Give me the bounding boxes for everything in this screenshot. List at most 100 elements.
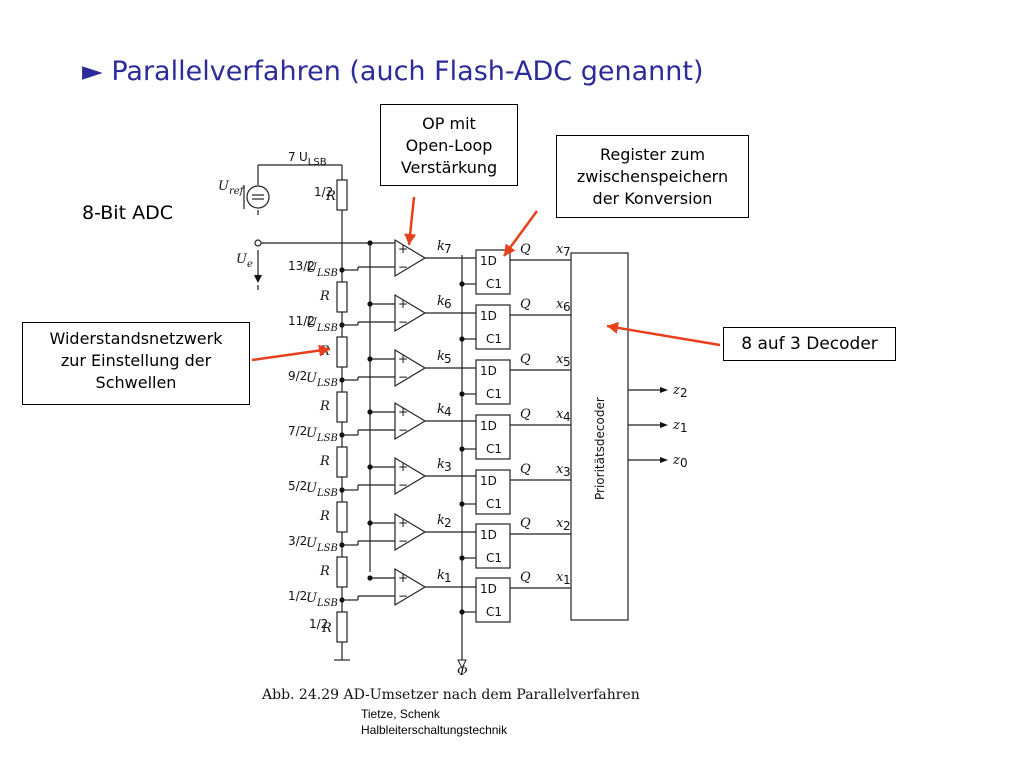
- comparator-plus: +: [398, 297, 408, 311]
- tap-label-fraction: 13/2: [288, 259, 315, 273]
- tap-label-unit: ULSB: [306, 316, 338, 334]
- resistor-top-fraction: 1/2: [314, 185, 333, 199]
- flipflop-d-label: 1D: [480, 254, 497, 268]
- comparator-output-index: 3: [444, 460, 452, 474]
- flipflop-q-label: Q: [520, 297, 531, 312]
- register-output-label: x: [556, 407, 564, 422]
- junction-dot: [459, 391, 465, 397]
- junction-dot: [459, 501, 465, 507]
- register-output-index: 3: [563, 465, 571, 479]
- resistor-ladder: [336, 391, 348, 423]
- resistor-ladder: [336, 501, 348, 533]
- flipflop-q-label: Q: [520, 516, 531, 531]
- comparator-op-amp: [394, 293, 427, 333]
- junction-dot: [367, 409, 373, 415]
- clock-terminal: [457, 659, 467, 670]
- resistor-ladder: [336, 336, 348, 368]
- flipflop-q-label: Q: [520, 570, 531, 585]
- callout-line: 8 auf 3 Decoder: [741, 334, 878, 354]
- comparator-plus: +: [398, 352, 408, 366]
- register-output-label: x: [556, 242, 564, 257]
- comparator-minus: −: [398, 423, 408, 437]
- flipflop-q-label: Q: [520, 352, 531, 367]
- comparator-minus: −: [398, 315, 408, 329]
- register-output-index: 2: [563, 519, 571, 533]
- register-output-index: 6: [563, 300, 571, 314]
- decoder-output-index: 1: [680, 421, 688, 435]
- callout-resistor-network: Widerstandsnetzwerk zur Einstellung der …: [22, 322, 250, 405]
- flipflop-d-label: 1D: [480, 582, 497, 596]
- d-flipflop: [475, 577, 511, 623]
- flipflop-c-label: C1: [486, 387, 502, 401]
- uref-label: Uref: [218, 179, 246, 197]
- comparator-minus: −: [398, 260, 408, 274]
- flipflop-c-label: C1: [486, 332, 502, 346]
- source-credit: Tietze, Schenk Halbleiterschaltungstechn…: [361, 706, 507, 738]
- callout-line: OP mit: [422, 114, 476, 133]
- comparator-plus: +: [398, 460, 408, 474]
- callout-line: zur Einstellung der: [60, 351, 212, 370]
- callout-line: Register zum: [599, 145, 706, 164]
- resistor-bottom-r: R: [321, 621, 332, 636]
- junction-dot: [367, 356, 373, 362]
- comparator-op-amp: [394, 567, 427, 607]
- junction-dot: [459, 336, 465, 342]
- register-output-label: x: [556, 297, 564, 312]
- flipflop-q-label: Q: [520, 462, 531, 477]
- arrow-decoder: [606, 324, 721, 347]
- d-flipflop: [475, 249, 511, 295]
- comparator-output-index: 1: [444, 571, 452, 585]
- tap-label-fraction: 7/2: [288, 424, 307, 438]
- comparator-op-amp: [394, 512, 427, 552]
- resistor-top-r: R: [325, 189, 336, 204]
- callout-line: der Konversion: [592, 189, 713, 208]
- arrow-resistor-network: [251, 347, 331, 362]
- d-flipflop: [475, 359, 511, 405]
- resistor-ladder: [336, 281, 348, 313]
- resistor-label: R: [319, 454, 330, 469]
- top-voltage-unit: ULSB: [299, 150, 327, 168]
- junction-dot: [367, 240, 373, 246]
- tap-label-fraction: 5/2: [288, 479, 307, 493]
- ue-label: Ue: [236, 252, 253, 270]
- d-flipflop: [475, 414, 511, 460]
- priority-decoder: [570, 252, 629, 621]
- decoder-output-arrow: [660, 422, 668, 428]
- decoder-output-index: 2: [680, 386, 688, 400]
- comparator-op-amp: [394, 238, 427, 278]
- comparator-output-label: k: [437, 294, 445, 309]
- resistor-label: R: [319, 289, 330, 304]
- decoder-output-label: z: [672, 453, 680, 468]
- tap-label-unit: ULSB: [306, 481, 338, 499]
- register-output-index: 5: [563, 355, 571, 369]
- ue-terminal: [254, 239, 262, 247]
- callout-line: Widerstandsnetzwerk: [49, 329, 223, 348]
- comparator-minus: −: [398, 370, 408, 384]
- callout-line: Open-Loop: [405, 136, 493, 155]
- resistor-top: [336, 179, 348, 211]
- flipflop-q-label: Q: [520, 242, 531, 257]
- flipflop-c-label: C1: [486, 551, 502, 565]
- flipflop-c-label: C1: [486, 497, 502, 511]
- comparator-minus: −: [398, 534, 408, 548]
- callout-line: Verstärkung: [400, 158, 498, 177]
- credit-authors: Tietze, Schenk: [361, 707, 440, 721]
- junction-dot: [459, 609, 465, 615]
- ue-arrow-head: [254, 275, 262, 283]
- tap-label-fraction: 1/2: [288, 589, 307, 603]
- comparator-plus: +: [398, 516, 408, 530]
- junction-dot: [459, 555, 465, 561]
- d-flipflop: [475, 469, 511, 515]
- junction-dot: [367, 575, 373, 581]
- comparator-output-index: 5: [444, 352, 452, 366]
- comparator-output-label: k: [437, 402, 445, 417]
- register-output-label: x: [556, 570, 564, 585]
- decoder-output-label: z: [672, 418, 680, 433]
- callout-decoder: 8 auf 3 Decoder: [723, 327, 896, 361]
- d-flipflop: [475, 523, 511, 569]
- callout-register: Register zum zwischenspeichern der Konve…: [556, 135, 749, 218]
- resistor-bottom-fraction: 1/2: [309, 617, 328, 631]
- comparator-plus: +: [398, 405, 408, 419]
- comparator-output-label: k: [437, 349, 445, 364]
